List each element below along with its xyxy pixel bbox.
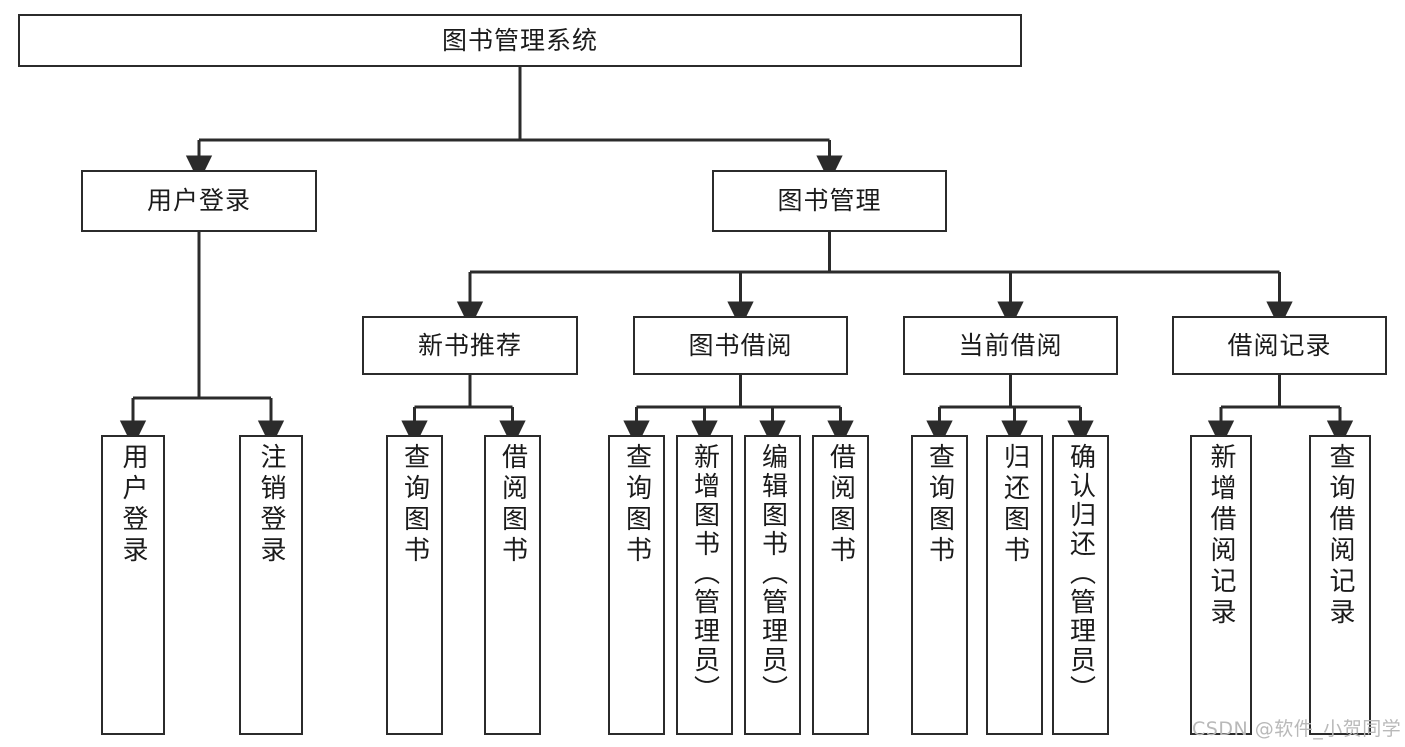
node-l-edit[interactable]: 编辑图书（管理员） (744, 435, 801, 735)
node-label: 新增图书（管理员） (689, 443, 720, 704)
node-label: 确认归还（管理员） (1065, 443, 1096, 704)
node-borrow[interactable]: 图书借阅 (633, 316, 848, 375)
node-label: 图书管理 (777, 186, 882, 216)
node-label: 归还图书 (999, 443, 1030, 567)
node-label: 注销登录 (256, 443, 286, 567)
node-label: 图书管理系统 (441, 25, 598, 55)
node-label: 查询图书 (621, 443, 652, 567)
node-l-return[interactable]: 归还图书 (986, 435, 1043, 735)
node-login[interactable]: 用户登录 (81, 170, 317, 232)
node-l-add[interactable]: 新增图书（管理员） (676, 435, 733, 735)
node-l-query1[interactable]: 查询图书 (386, 435, 443, 735)
node-label: 新增借阅记录 (1206, 443, 1236, 629)
node-label: 查询图书 (399, 443, 430, 567)
node-l-query2[interactable]: 查询图书 (608, 435, 665, 735)
node-l-confirm[interactable]: 确认归还（管理员） (1052, 435, 1109, 735)
node-label: 编辑图书（管理员） (757, 443, 788, 704)
node-record[interactable]: 借阅记录 (1172, 316, 1387, 375)
node-label: 借阅图书 (825, 443, 856, 567)
node-label: 新书推荐 (417, 330, 522, 360)
node-bookmgmt[interactable]: 图书管理 (712, 170, 947, 232)
node-l-logout[interactable]: 注销登录 (239, 435, 303, 735)
node-root[interactable]: 图书管理系统 (18, 14, 1022, 67)
node-label: 当前借阅 (958, 330, 1063, 360)
node-label: 借阅记录 (1227, 330, 1332, 360)
watermark-label: CSDN @软件_小贺同学 (1192, 718, 1402, 740)
node-label: 用户登录 (118, 443, 148, 567)
node-newbook[interactable]: 新书推荐 (362, 316, 578, 375)
node-l-borrow2[interactable]: 借阅图书 (812, 435, 869, 735)
node-label: 图书借阅 (688, 330, 793, 360)
node-label: 查询借阅记录 (1325, 443, 1355, 629)
node-l-login[interactable]: 用户登录 (101, 435, 165, 735)
node-l-borrow1[interactable]: 借阅图书 (484, 435, 541, 735)
node-label: 查询图书 (924, 443, 955, 567)
node-label: 借阅图书 (497, 443, 528, 567)
node-label: 用户登录 (146, 186, 251, 216)
node-l-addrec[interactable]: 新增借阅记录 (1190, 435, 1252, 735)
node-l-query3[interactable]: 查询图书 (911, 435, 968, 735)
node-current[interactable]: 当前借阅 (903, 316, 1118, 375)
node-l-queryrec[interactable]: 查询借阅记录 (1309, 435, 1371, 735)
